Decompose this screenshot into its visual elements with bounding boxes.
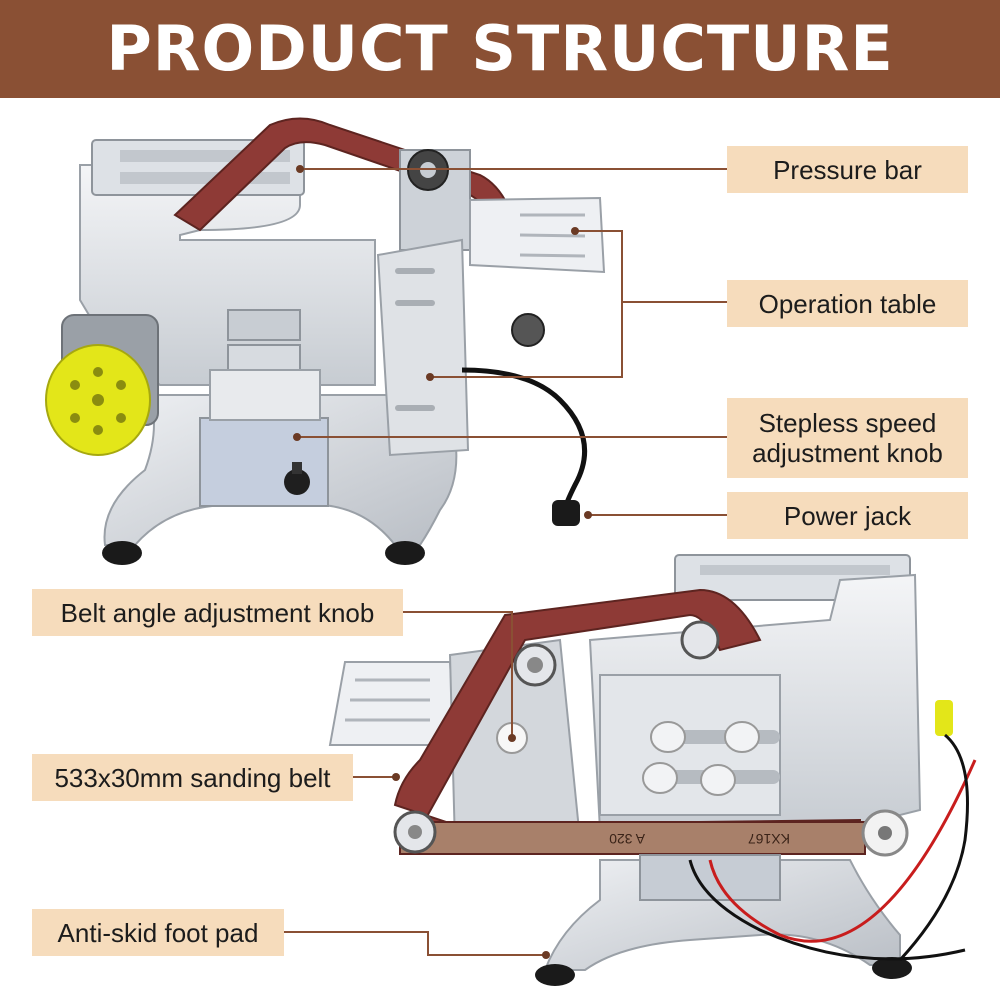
top-slotted-plate xyxy=(376,238,470,457)
label-operation-table-text: Operation table xyxy=(758,288,937,319)
label-pressure-bar-text: Pressure bar xyxy=(773,154,922,185)
label-pressure-bar: Pressure bar xyxy=(727,146,968,193)
label-speed-knob-line2: adjustment knob xyxy=(752,438,943,468)
foot-pad-bottom-left xyxy=(535,964,575,986)
leader-lines xyxy=(284,168,727,956)
leader-dots xyxy=(293,165,592,959)
top-lower-wheel xyxy=(511,313,545,347)
belt-marking-grit: A 320 xyxy=(609,831,645,847)
leader-belt-angle-knob xyxy=(403,611,513,738)
bottom-base-plate xyxy=(543,859,901,971)
speed-adjustment-knob xyxy=(284,469,310,495)
leader-foot-pad xyxy=(284,931,546,956)
label-belt-angle-knob-text: Belt angle adjustment knob xyxy=(60,597,375,628)
label-sanding-belt-text: 533x30mm sanding belt xyxy=(54,762,331,793)
top-machine-view xyxy=(45,117,606,565)
page-title: PRODUCT STRUCTURE xyxy=(106,12,894,85)
leader-operation-table xyxy=(575,230,727,303)
bottom-wires-black xyxy=(688,859,966,961)
power-cable xyxy=(461,367,588,511)
foot-pad-top-right xyxy=(385,541,425,565)
foot-pad-top-left xyxy=(102,541,142,565)
power-jack xyxy=(552,500,580,526)
header-banner: PRODUCT STRUCTURE xyxy=(0,0,1000,98)
bottom-wheel-upper-right xyxy=(680,620,720,660)
bottom-wires-red xyxy=(708,759,977,943)
foot-pad-bottom-right xyxy=(872,957,912,979)
label-operation-table: Operation table xyxy=(727,280,968,327)
label-belt-angle-knob: Belt angle adjustment knob xyxy=(32,589,403,636)
belt-marking-code: KX167 xyxy=(748,831,790,847)
label-power-jack-text: Power jack xyxy=(783,500,912,531)
label-foot-pad-text: Anti-skid foot pad xyxy=(57,917,259,948)
label-speed-knob-line1: Stepless speed xyxy=(758,408,937,438)
label-foot-pad: Anti-skid foot pad xyxy=(32,909,284,956)
label-power-jack: Power jack xyxy=(727,492,968,539)
control-box xyxy=(199,417,329,507)
bottom-machine-view: A 320 KX167 xyxy=(328,554,977,986)
label-speed-knob: Stepless speed adjustment knob xyxy=(727,398,968,478)
label-sanding-belt: 533x30mm sanding belt xyxy=(32,754,353,801)
